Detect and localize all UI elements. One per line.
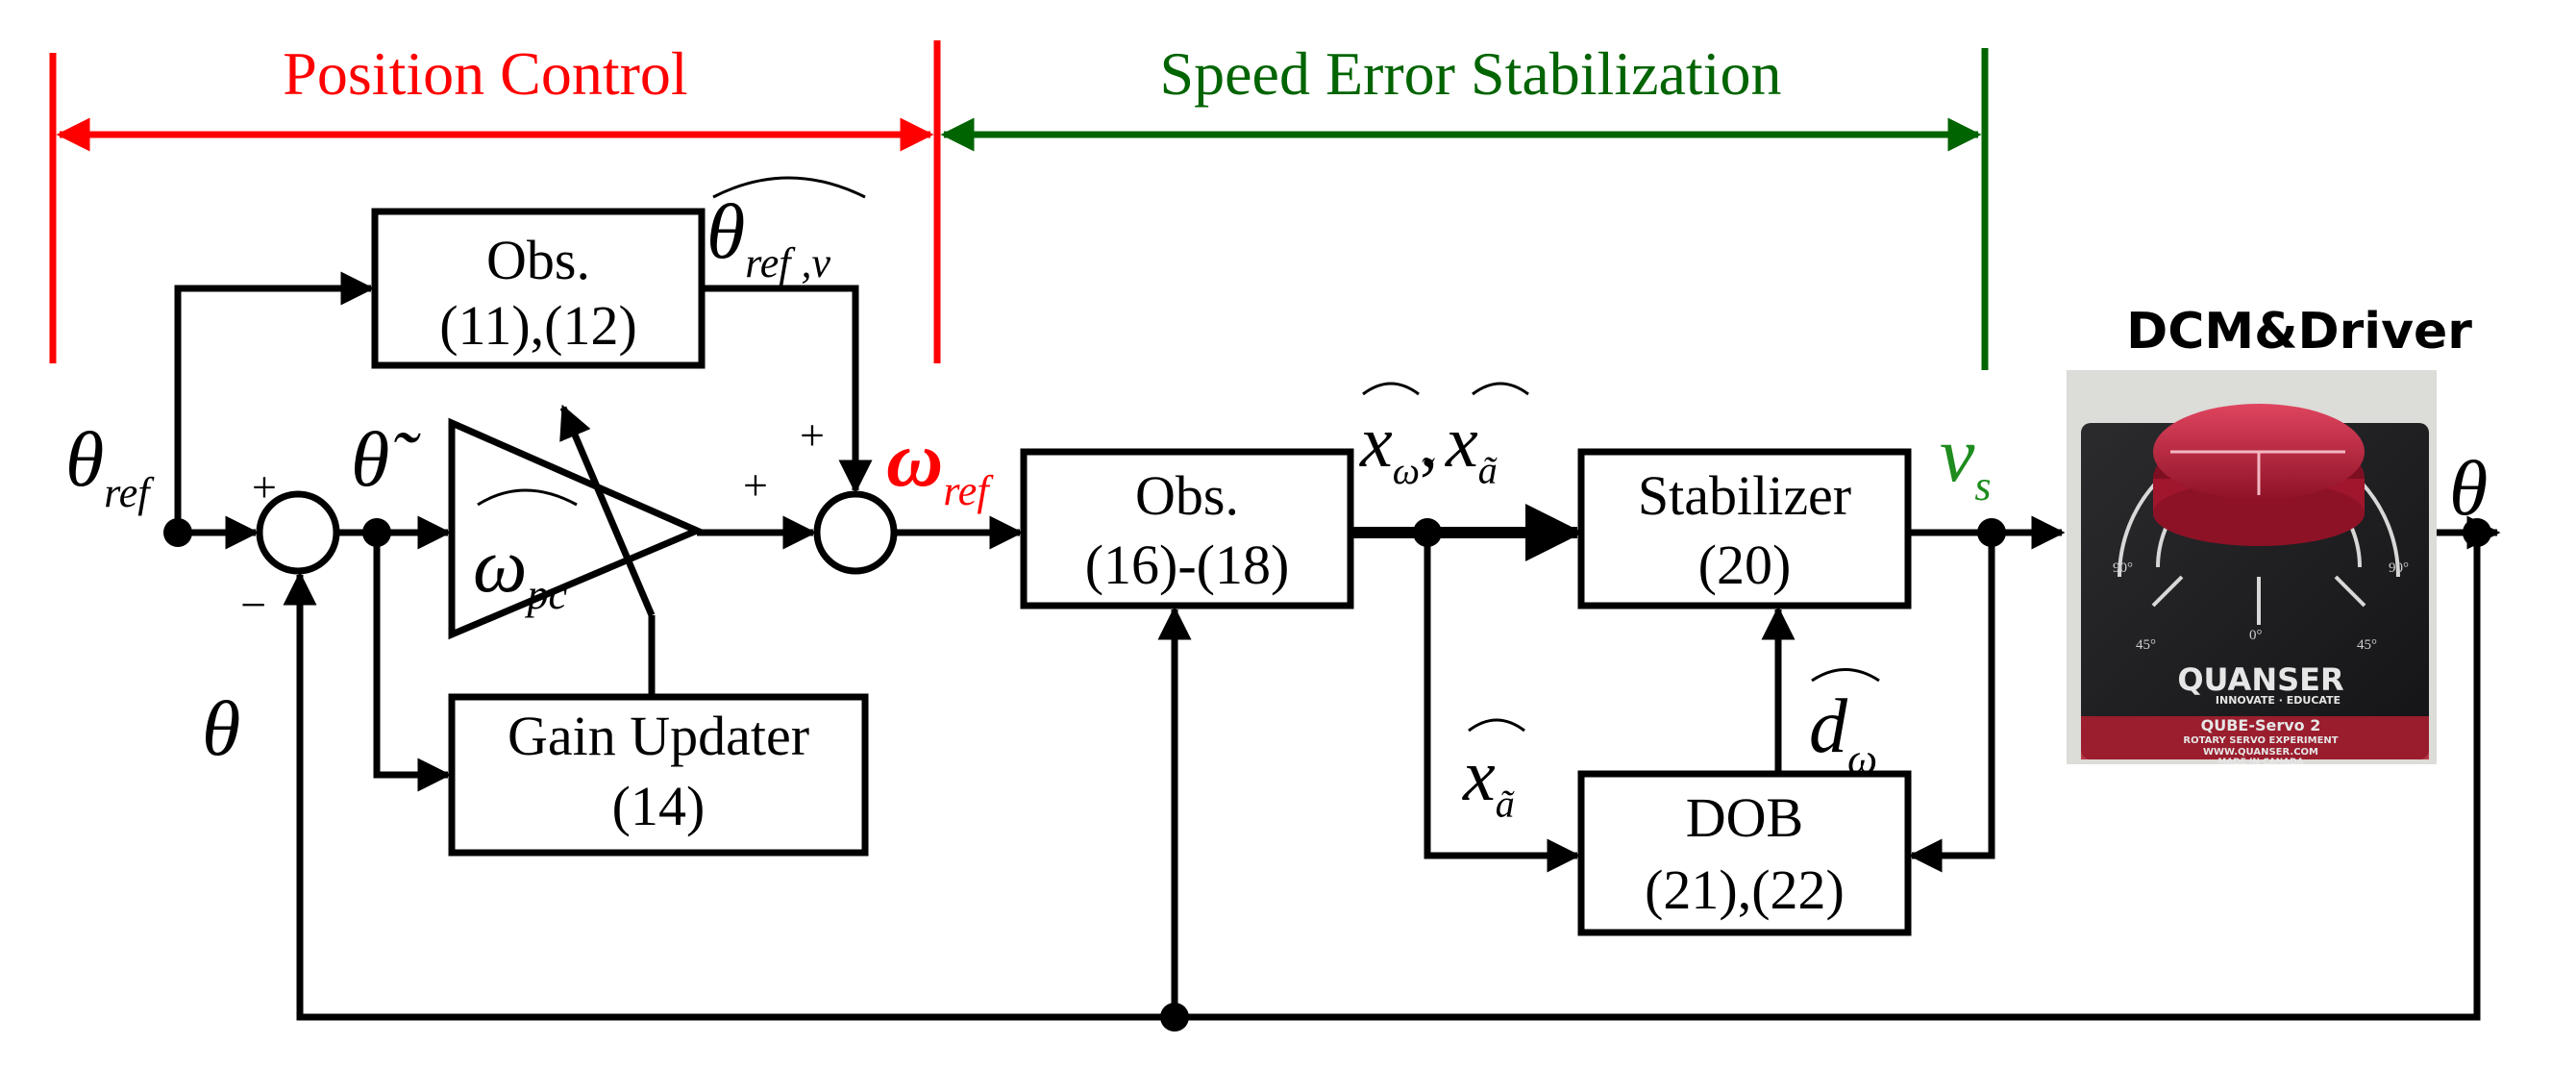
observer-block-16-18-equations: (16)-(18) [1085, 534, 1290, 596]
svg-text:ROTARY SERVO EXPERIMENT: ROTARY SERVO EXPERIMENT [2183, 735, 2338, 746]
svg-text:90°: 90° [2389, 560, 2409, 576]
dob-equations: (21),(22) [1645, 858, 1845, 921]
omega-pc-hat-label: ωpc [473, 524, 567, 618]
svg-text:dω: dω [1809, 684, 1877, 783]
stabilizer-block: Stabilizer (20) [1577, 448, 1912, 609]
summing-junction-2 [813, 490, 898, 575]
sum1-minus-sign: − [240, 580, 266, 631]
observer-block-11-12-equations: (11),(12) [439, 294, 637, 357]
omega-pc-hat-mark [477, 488, 578, 507]
position-control-section: Position Control [49, 39, 941, 363]
svg-text:QUANSER: QUANSER [2177, 661, 2343, 698]
sum2-plus-top-sign: + [800, 410, 825, 460]
dob-block: DOB (21),(22) [1577, 770, 1912, 936]
dob-title: DOB [1686, 786, 1803, 849]
gain-updater-title: Gain Updater [508, 705, 809, 767]
speed-error-stabilization-title: Speed Error Stabilization [1160, 39, 1782, 108]
svg-text:90°: 90° [2113, 560, 2133, 576]
d-hat-omega-label: dω [1809, 668, 1880, 783]
x-hat-a-dob-input-label: xã [1462, 718, 1525, 826]
position-control-title: Position Control [283, 39, 687, 108]
omega-ref-label: ωref [886, 415, 994, 514]
signal-lines [168, 271, 2501, 1021]
observer-block-16-18-title: Obs. [1135, 464, 1239, 527]
svg-text:45°: 45° [2357, 637, 2377, 653]
stabilizer-equation: (20) [1698, 534, 1792, 596]
svg-text:θref ,v: θref ,v [706, 187, 831, 286]
stabilizer-title: Stabilizer [1638, 464, 1851, 527]
v-s-label: vs [1940, 410, 1992, 510]
theta-output-label: θ [2449, 444, 2488, 532]
theta-tilde-label: θ̃ [351, 415, 421, 503]
svg-text:0°: 0° [2249, 628, 2263, 643]
theta-feedback-label: θ [202, 684, 240, 772]
observer-block-11-12-title: Obs. [486, 229, 590, 291]
gain-updater-block: Gain Updater (14) [448, 693, 869, 857]
junction-dots [163, 518, 2491, 1032]
speed-error-stabilization-section: Speed Error Stabilization [940, 39, 1989, 370]
observer-block-11-12: Obs. (11),(12) [371, 208, 706, 369]
adaptive-gain-amplifier: ωpc [448, 404, 706, 697]
svg-text:QUBE-Servo 2: QUBE-Servo 2 [2201, 716, 2321, 734]
svg-text:WWW.QUANSER.COM: WWW.QUANSER.COM [2203, 747, 2318, 758]
theta-ref-v-hat-label: θref ,v [706, 176, 866, 286]
svg-text:MADE IN CANADA: MADE IN CANADA [2217, 758, 2303, 767]
dcm-driver-label: DCM&Driver [2126, 303, 2472, 360]
svg-text:45°: 45° [2136, 637, 2156, 653]
sum1-plus-sign: + [252, 462, 277, 511]
svg-text:xω̃,xã: xω̃,xã [1359, 402, 1498, 492]
observer-block-16-18: Obs. (16)-(18) [1020, 448, 1354, 609]
qube-servo-photo: 90° 45° 0° 45° 90° QUANSER INNOVATE · ED… [2067, 370, 2437, 767]
svg-text:xã: xã [1462, 735, 1515, 826]
sum2-plus-left-sign: + [743, 460, 768, 510]
theta-ref-label: θref [65, 415, 155, 516]
x-hat-omega-x-hat-a-label: xω̃,xã [1359, 382, 1529, 492]
gain-updater-equation: (14) [612, 775, 706, 837]
svg-text:INNOVATE · EDUCATE: INNOVATE · EDUCATE [2216, 694, 2341, 707]
